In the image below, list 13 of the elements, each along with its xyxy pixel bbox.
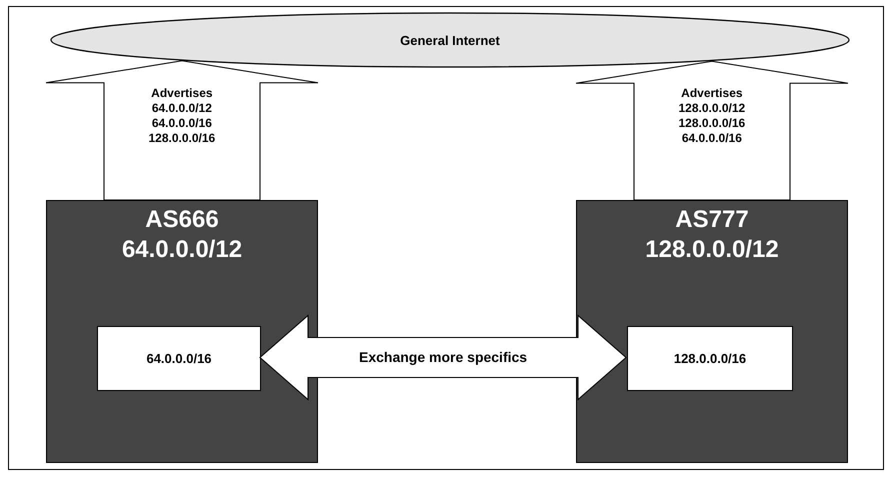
- node-title: General Internet: [400, 32, 500, 48]
- autonomous-system-box: [46, 200, 318, 463]
- prefix-text: 128.0.0.0/16: [674, 351, 746, 366]
- as-number: AS666: [145, 205, 219, 235]
- prefix-box: [97, 326, 261, 391]
- prefix-box: [627, 326, 793, 391]
- cloud-ellipse: [50, 12, 850, 68]
- prefix-text: 64.0.0.0/12: [122, 235, 242, 265]
- prefix-text: 64.0.0.0/16: [146, 351, 212, 366]
- as-number: AS777: [675, 205, 749, 235]
- edge-label: Exchange more specifics: [359, 350, 528, 365]
- autonomous-system-box: [576, 200, 848, 463]
- prefix-text: 128.0.0.0/12: [645, 235, 779, 265]
